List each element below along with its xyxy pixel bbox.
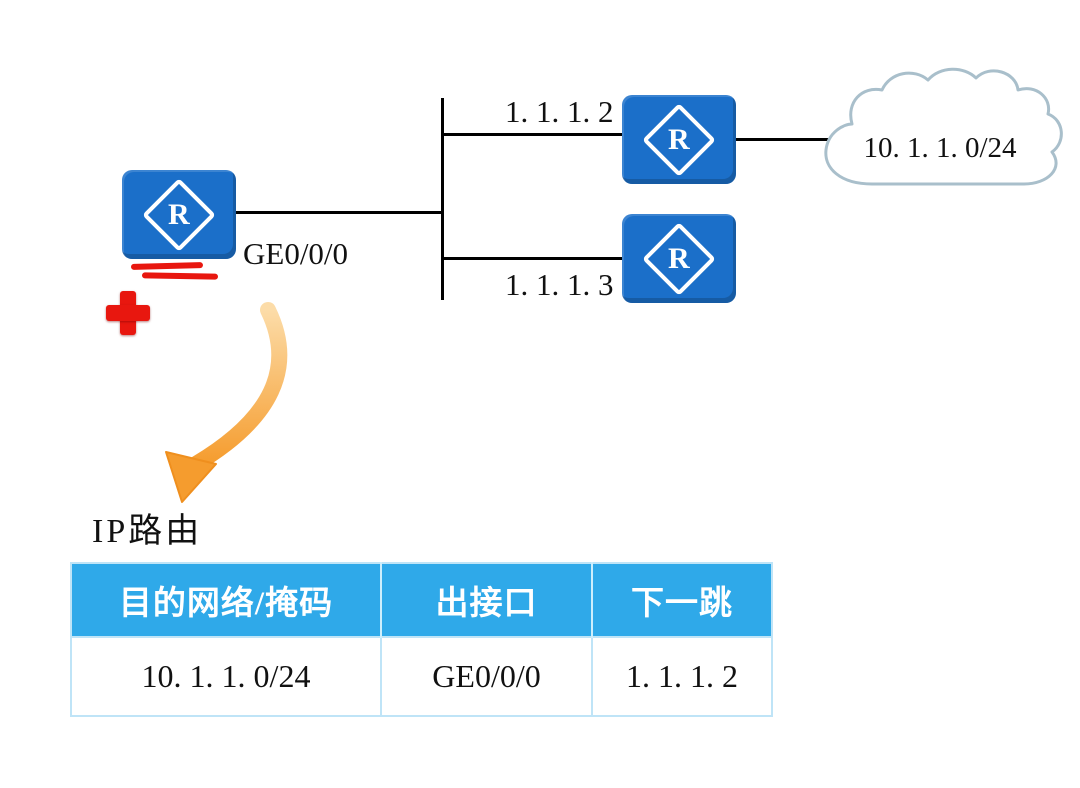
router-diamond-icon: R <box>142 177 216 252</box>
route-table-row: 10. 1. 1. 0/24 GE0/0/0 1. 1. 1. 2 <box>71 636 772 716</box>
col-header-out-interface: 出接口 <box>380 563 592 637</box>
red-underline-stroke-1 <box>130 262 204 270</box>
curved-arrow-icon <box>165 302 288 503</box>
red-plus-icon <box>106 291 150 335</box>
router-r-glyph: R <box>668 241 690 275</box>
interface-label-ge000: GE0/0/0 <box>243 236 349 271</box>
cell-next-hop: 1. 1. 1. 2 <box>591 636 772 716</box>
router-icon-bottom: R <box>622 214 736 303</box>
red-underline-stroke-2 <box>141 272 219 280</box>
router-r-glyph: R <box>668 122 690 156</box>
cloud-network-label: 10. 1. 1. 0/24 <box>863 132 1017 164</box>
bus-vertical-line <box>441 98 444 300</box>
link-bus-to-bottom-router <box>443 257 625 260</box>
link-top-router-to-cloud <box>736 138 832 141</box>
col-header-next-hop: 下一跳 <box>591 563 772 637</box>
router-diamond-icon: R <box>642 221 716 296</box>
router-icon-left: R <box>122 170 236 259</box>
cloud-icon <box>824 67 1063 186</box>
router-icon-top: R <box>622 95 736 184</box>
ip-label-bottom: 1. 1. 1. 3 <box>505 267 614 302</box>
router-r-glyph: R <box>168 197 190 231</box>
cell-dest-network: 10. 1. 1. 0/24 <box>71 636 381 716</box>
route-table-header-row: 目的网络/掩码 出接口 下一跳 <box>71 563 772 637</box>
cell-out-interface: GE0/0/0 <box>380 636 592 716</box>
ip-label-top: 1. 1. 1. 2 <box>505 94 614 129</box>
col-header-dest-network: 目的网络/掩码 <box>71 563 381 637</box>
router-diamond-icon: R <box>642 102 716 177</box>
route-table: 目的网络/掩码 出接口 下一跳 10. 1. 1. 0/24 GE0/0/0 1… <box>70 562 773 717</box>
link-left-router-to-bus <box>233 211 443 214</box>
route-table-title: IP路由 <box>92 513 203 550</box>
link-bus-to-top-router <box>443 133 625 136</box>
